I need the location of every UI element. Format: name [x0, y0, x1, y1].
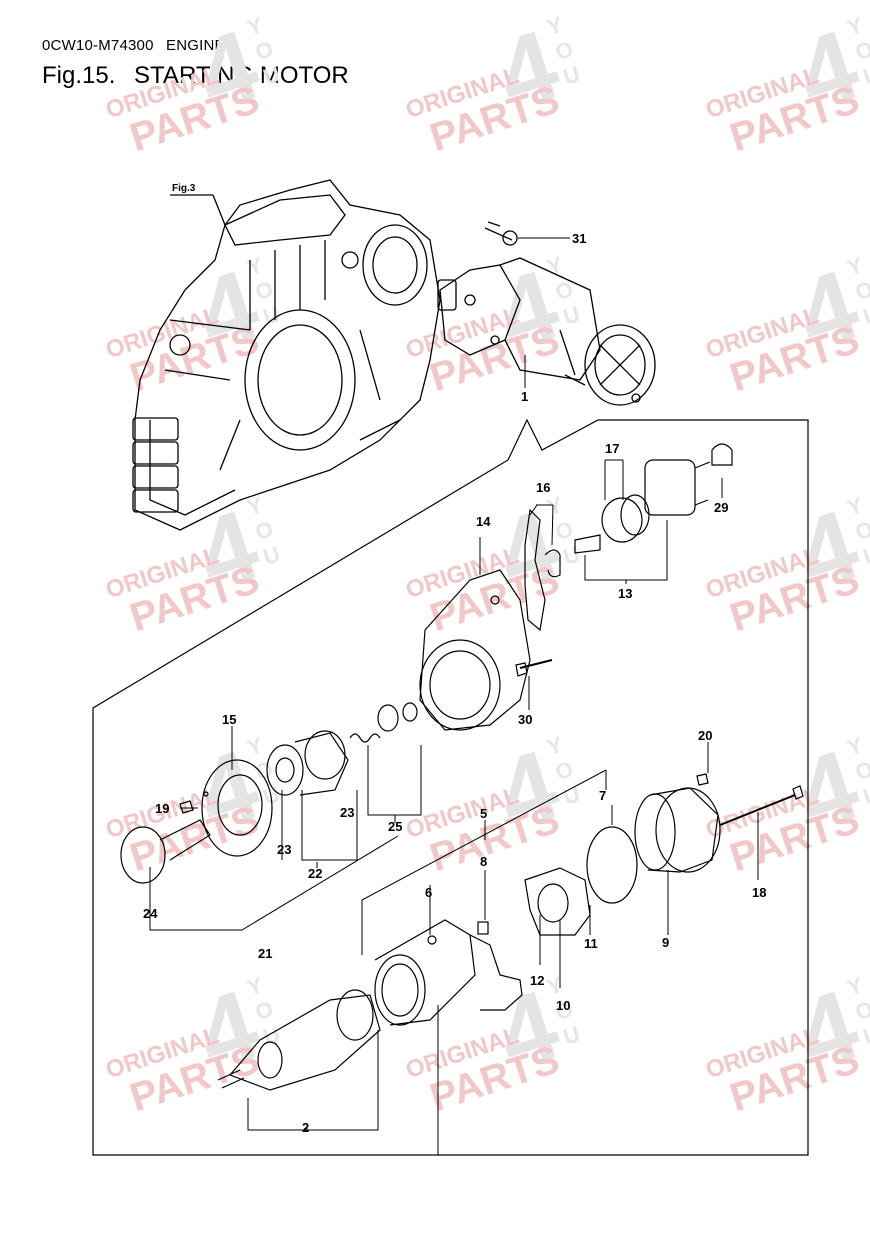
section-name: ENGINE	[166, 37, 225, 54]
callout-16: 16	[536, 480, 550, 495]
callout-17: 17	[605, 441, 619, 456]
watermark-you-letter: Y	[244, 12, 266, 40]
callout-30: 30	[518, 712, 532, 727]
callout-24: 24	[143, 906, 158, 921]
watermark-you-letter: Y	[544, 252, 566, 280]
callout-13: 13	[618, 586, 632, 601]
watermark-you-letter: U	[260, 541, 283, 570]
watermark-you-letter: Y	[244, 972, 266, 1000]
watermark-you-letter: U	[260, 781, 283, 810]
callout-6: 6	[425, 885, 432, 900]
callout-23-left: 23	[277, 842, 291, 857]
watermark-you-letter: U	[560, 301, 583, 330]
exploded-view-boundary	[92, 418, 809, 1156]
watermark-you-letter: Y	[244, 252, 266, 280]
figure-reference-label: Fig.3	[172, 183, 196, 194]
callout-5: 5	[480, 806, 487, 821]
figure-number: Fig.15.	[42, 62, 116, 89]
callout-8: 8	[480, 854, 487, 869]
callout-7: 7	[599, 788, 606, 803]
watermark-you-letter: Y	[844, 972, 866, 1000]
callout-14: 14	[476, 514, 491, 529]
callout-2: 2	[302, 1120, 309, 1135]
watermark-you-letter: Y	[544, 12, 566, 40]
watermark-you-letter: O	[552, 516, 576, 545]
watermark-you-letter: U	[560, 541, 583, 570]
watermark-you-letter: U	[560, 61, 583, 90]
callout-10: 10	[556, 998, 570, 1013]
watermark-you-letter: O	[252, 756, 276, 785]
watermark-you-letter: U	[260, 61, 283, 90]
watermark-you-letter: O	[852, 516, 870, 545]
callout-25: 25	[388, 819, 402, 834]
watermark-you-letter: U	[560, 1021, 583, 1050]
watermark-you-letter: Y	[844, 492, 866, 520]
watermark-you-letter: O	[252, 36, 276, 65]
watermark-you-letter: O	[852, 36, 870, 65]
watermark-you-letter: O	[252, 276, 276, 305]
callout-18: 18	[752, 885, 766, 900]
callout-labels: 31 1 17 16 29 14 13 30 15 20 7 19 23 5 2…	[143, 231, 766, 1135]
callout-22: 22	[308, 866, 322, 881]
callout-12: 12	[530, 973, 544, 988]
callout-11: 11	[584, 936, 598, 951]
flywheel-housing-drawing	[132, 179, 441, 531]
callout-29: 29	[714, 500, 728, 515]
watermark-you-letter: O	[852, 276, 870, 305]
watermark-you-letter: U	[860, 1021, 870, 1050]
watermark-you-letter: O	[552, 756, 576, 785]
watermark-you-letter: Y	[244, 492, 266, 520]
exploded-parts-drawings	[120, 443, 804, 1091]
figure-title-text: STARTING MOTOR	[134, 62, 349, 89]
callout-31: 31	[572, 231, 586, 246]
watermark-you-letter: U	[260, 301, 283, 330]
callout-19: 19	[155, 801, 169, 816]
watermark-you-letter: Y	[244, 732, 266, 760]
watermark-you-letter: Y	[844, 732, 866, 760]
callout-21: 21	[258, 946, 272, 961]
figure-title: Fig.15. STARTING MOTOR	[42, 62, 361, 90]
callout-15: 15	[222, 712, 236, 727]
watermark-you-letter: O	[252, 516, 276, 545]
watermark-you-letter: O	[252, 996, 276, 1025]
starting-motor-assembly-drawing	[437, 221, 656, 406]
callout-1: 1	[521, 389, 528, 404]
watermark-you-letter: Y	[844, 252, 866, 280]
watermark-you-letter: Y	[844, 12, 866, 40]
watermark-you-letter: U	[860, 541, 870, 570]
watermark-you-letter: U	[860, 301, 870, 330]
watermark-you-letter: O	[552, 36, 576, 65]
callout-23-right: 23	[340, 805, 354, 820]
watermark-you-letter: O	[852, 996, 870, 1025]
document-code: 0CW10-M74300	[42, 37, 154, 54]
leader-lines	[149, 237, 759, 1155]
callout-9: 9	[662, 935, 669, 950]
document-code-header: 0CW10-M74300 ENGINE	[42, 37, 233, 54]
watermark-you-letter: U	[860, 781, 870, 810]
callout-20: 20	[698, 728, 712, 743]
watermark-you-letter: U	[860, 61, 870, 90]
watermark-you-letter: Y	[544, 492, 566, 520]
watermark-you-letter: Y	[544, 732, 566, 760]
watermark-you-letter: O	[552, 276, 576, 305]
watermark-you-letter: Y	[544, 972, 566, 1000]
watermark-you-letter: O	[852, 756, 870, 785]
watermark-you-letter: U	[560, 781, 583, 810]
